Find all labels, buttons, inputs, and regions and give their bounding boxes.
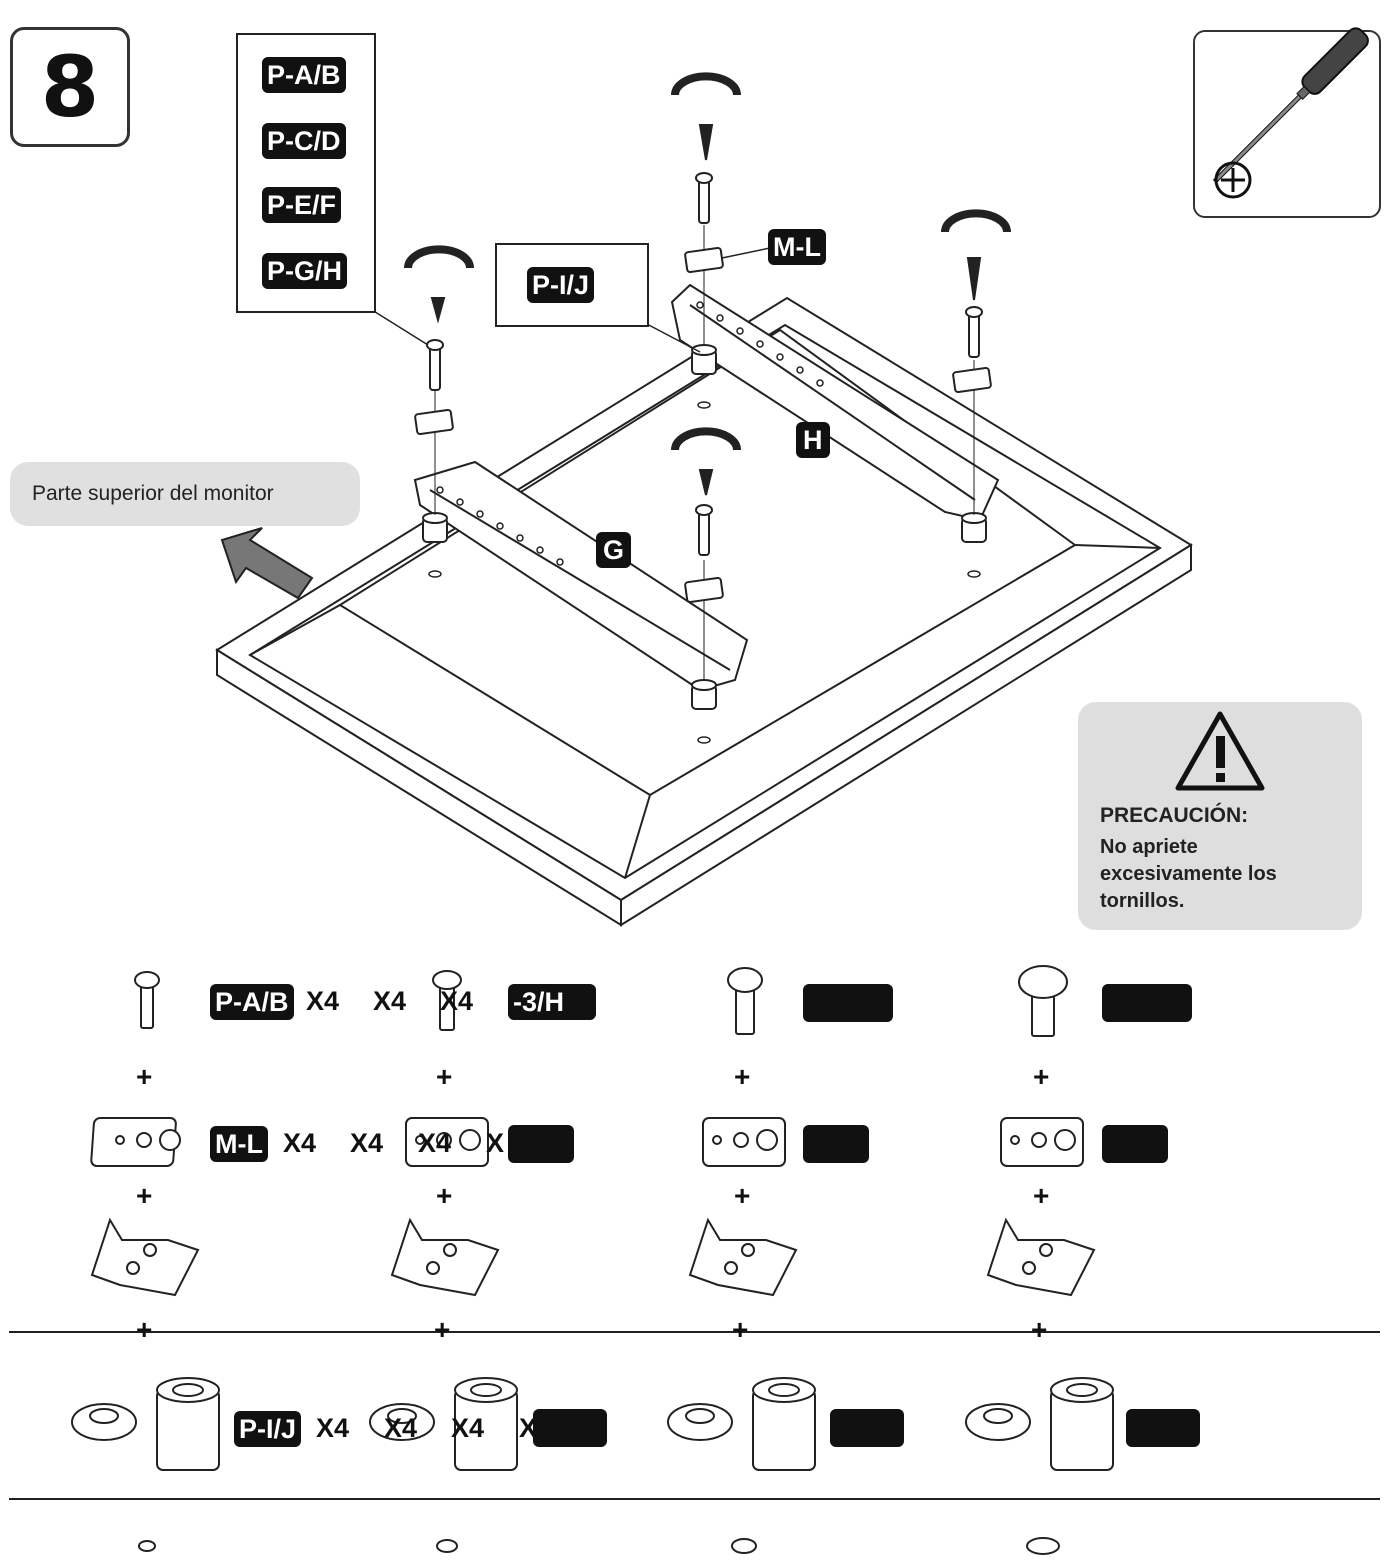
plus-sign: + <box>734 1061 751 1092</box>
redacted-label <box>803 1125 869 1163</box>
screw-group-legend: P-A/B P-C/D P-E/F P-G/H <box>236 33 376 313</box>
quantity: X4 <box>350 1128 384 1158</box>
label-p-gh: P-G/H <box>262 253 348 289</box>
plus-sign: + <box>734 1180 751 1211</box>
top-direction-arrow <box>220 527 314 600</box>
redacted-label <box>803 984 893 1022</box>
step-number: 8 <box>40 38 100 136</box>
label-p-ab: P-A/B <box>262 57 346 93</box>
step-number-box: 8 <box>10 27 130 147</box>
washer-plate <box>90 1117 1084 1167</box>
caution-box: PRECAUCIÓN: No apriete excesivamente los… <box>1078 702 1362 930</box>
quantity: X4 <box>384 1413 418 1443</box>
screw-xlarge <box>1018 965 1068 1037</box>
quantity: X4 <box>418 1128 452 1158</box>
quantity: X4 <box>283 1128 317 1158</box>
hole-size <box>138 1537 1060 1555</box>
screw-assembly <box>404 72 1011 680</box>
quantity: X4 <box>451 1413 485 1443</box>
screw-large <box>727 967 763 1035</box>
label-bracket-h: H <box>796 422 830 458</box>
tool-box <box>1193 27 1381 218</box>
parts-label-fragment: -3/H <box>508 984 596 1020</box>
label-p-cd: P-C/D <box>262 123 346 159</box>
plus-sign: + <box>434 1314 451 1345</box>
plus-sign: + <box>136 1180 153 1211</box>
label-bracket-g: G <box>596 532 632 568</box>
label-p-ef: P-E/F <box>262 187 342 223</box>
caution-title: PRECAUCIÓN: <box>1100 804 1249 827</box>
quantity: X4 <box>440 986 474 1016</box>
quantity: X4 <box>306 986 340 1016</box>
parts-label-screw: P-A/B <box>210 984 294 1020</box>
plus-sign: + <box>1033 1061 1050 1092</box>
label-p-ij: P-I/J <box>527 267 595 303</box>
phillips-screwdriver-icon <box>1212 27 1369 184</box>
screw-medium <box>432 970 462 1031</box>
plus-sign: + <box>136 1314 153 1345</box>
parts-label-spacer: P-I/J <box>234 1411 302 1447</box>
parts-illustrations <box>71 965 1114 1555</box>
spacer-ring <box>71 1403 1031 1441</box>
quantity: X4 <box>316 1413 350 1443</box>
redacted-label <box>1126 1409 1200 1447</box>
spacer <box>422 344 987 710</box>
bracket-clip <box>90 1217 1096 1297</box>
assembly-illustration <box>215 72 1193 927</box>
divider-line <box>9 1498 1380 1500</box>
label-m-l: M-L <box>768 229 826 265</box>
redacted-label <box>830 1409 904 1447</box>
quantity: X <box>486 1128 505 1158</box>
monitor-top-text: Parte superior del monitor <box>32 482 274 505</box>
warning-icon <box>1175 711 1265 791</box>
plus-sign: + <box>1033 1180 1050 1211</box>
plus-sign: + <box>436 1180 453 1211</box>
quantity: X <box>519 1413 538 1443</box>
caution-text: No apriete excesivamente los tornillos. <box>1100 836 1277 912</box>
plus-sign: + <box>1031 1314 1048 1345</box>
plus-sign: + <box>436 1061 453 1092</box>
spacer-label-box: P-I/J <box>495 243 649 327</box>
monitor-top-label: Parte superior del monitor <box>10 462 360 526</box>
plus-sign: + <box>136 1061 153 1092</box>
redacted-label <box>533 1409 607 1447</box>
parts-label-washer: M-L <box>210 1126 268 1162</box>
bracket-g <box>413 460 749 692</box>
quantity: X4 <box>373 986 407 1016</box>
redacted-label <box>1102 1125 1168 1163</box>
divider-line <box>9 1331 1380 1333</box>
plus-sign: + <box>732 1314 749 1345</box>
redacted-label <box>508 1125 574 1163</box>
screw-small <box>134 971 160 1029</box>
phillips-symbol-icon <box>1214 161 1252 199</box>
redacted-label <box>1102 984 1192 1022</box>
spacer-tube <box>156 1377 1114 1471</box>
